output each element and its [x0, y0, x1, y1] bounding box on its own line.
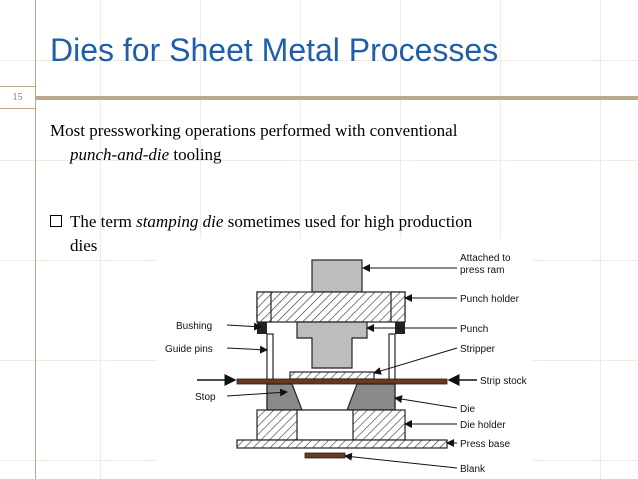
bullet-punch-and-die: Most pressworking operations performed w… [50, 119, 590, 167]
leader-line [394, 395, 458, 409]
label-blank: Blank [460, 464, 486, 475]
bullet-line: dies [70, 236, 98, 255]
bullet-box-icon [50, 215, 62, 227]
press-base [236, 439, 448, 449]
bullet-stamping-die: The term stamping die sometimes used for… [50, 210, 590, 258]
left-accent-line [35, 0, 36, 479]
leader-line [373, 347, 458, 375]
bullet-text: The term [70, 212, 137, 231]
stripper [289, 371, 375, 380]
bullet-line: The term stamping die sometimes used for… [50, 210, 590, 234]
bullet-text: tooling [169, 145, 222, 164]
ram-attachment [311, 259, 363, 293]
label-punch: Punch [460, 324, 488, 335]
leader-line [226, 388, 288, 397]
die-left [266, 383, 303, 411]
label-die: Die [460, 404, 475, 415]
strip-stock [236, 378, 448, 385]
label-press-base: Press base [460, 439, 510, 450]
label-guide-pins: Guide pins [165, 344, 213, 355]
page-number: 15 [0, 86, 35, 109]
blank [304, 452, 346, 459]
label-punch-holder: Punch holder [460, 294, 520, 305]
bullet-text: sometimes used for high production [223, 212, 473, 231]
grid-line [600, 0, 601, 479]
bushing-right [390, 291, 406, 323]
bullet-line: Most pressworking operations performed w… [50, 121, 458, 140]
bushing-ring [257, 322, 267, 334]
bushing-left [256, 291, 272, 323]
punch-and-die-diagram: Attached to press ram Punch holder Punch… [157, 238, 533, 479]
punch [296, 321, 368, 369]
punch-holder [256, 291, 406, 323]
label-press-ram: press ram [460, 265, 504, 276]
bullet-line: punch-and-die tooling [50, 143, 590, 167]
grid-line [0, 160, 638, 161]
label-die-holder: Die holder [460, 420, 506, 431]
grid-line [100, 0, 101, 479]
slide-title: Dies for Sheet Metal Processes [50, 32, 499, 68]
label-strip-stock: Strip stock [480, 376, 528, 387]
label-stop: Stop [195, 392, 216, 403]
die-opening [296, 409, 354, 441]
grid-line [0, 60, 638, 61]
leader-line [226, 322, 262, 331]
label-attached-to: Attached to [460, 253, 511, 264]
leader-line [344, 452, 458, 469]
die-set-drawing: Attached to press ram Punch holder Punch… [165, 253, 528, 475]
leader-line [226, 345, 268, 354]
label-bushing: Bushing [176, 321, 212, 332]
title-underline [35, 96, 638, 100]
italic-term: punch-and-die [70, 145, 170, 164]
die-right [346, 383, 396, 411]
label-stripper: Stripper [460, 344, 496, 355]
italic-term: stamping die [136, 212, 224, 231]
